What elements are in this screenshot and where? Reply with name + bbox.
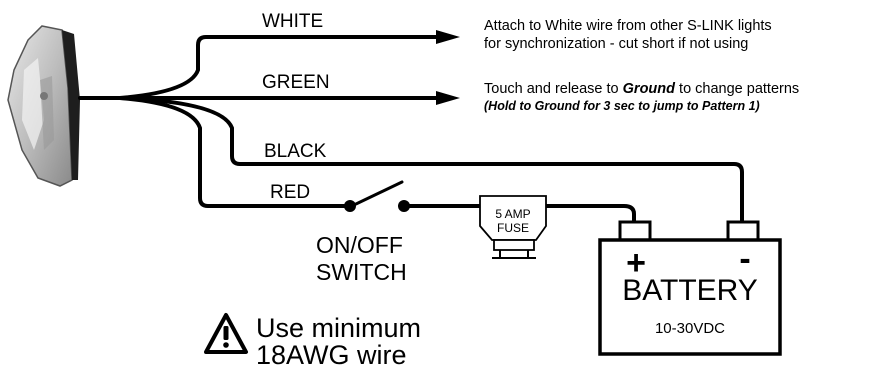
battery-label: BATTERY	[622, 274, 758, 307]
label-black: BLACK	[264, 141, 327, 162]
switch-label-line2: SWITCH	[316, 259, 407, 285]
fuse	[479, 195, 547, 259]
note-white-line2: for synchronization - cut short if not u…	[484, 36, 748, 52]
note-green-line2: (Hold to Ground for 3 sec to jump to Pat…	[484, 99, 760, 113]
wire-black	[118, 96, 744, 226]
wire-red	[118, 96, 352, 208]
wire-white	[78, 35, 442, 100]
note-green-line1: Touch and release to Ground to change pa…	[484, 81, 799, 97]
label-white: WHITE	[262, 11, 323, 32]
ground-emphasis: Ground	[623, 81, 676, 97]
wire-fuse-to-battery	[542, 204, 636, 226]
warning-icon	[204, 313, 248, 354]
label-red: RED	[270, 182, 310, 203]
warning-line1: Use minimum	[256, 313, 421, 343]
battery-positive-terminal: +	[626, 244, 646, 282]
label-green: GREEN	[262, 72, 330, 93]
arrow-green-icon	[436, 91, 460, 105]
note-white-line1: Attach to White wire from other S-LINK l…	[484, 18, 772, 34]
battery	[598, 220, 782, 356]
fuse-label-line2: FUSE	[497, 221, 529, 235]
switch-label-line1: ON/OFF	[316, 232, 403, 258]
battery-voltage: 10-30VDC	[655, 320, 725, 337]
fuse-label-line1: 5 AMP	[495, 207, 530, 221]
on-off-switch	[344, 180, 410, 212]
warning-line2: 18AWG wire	[256, 340, 407, 369]
slink-light	[7, 25, 80, 187]
arrow-white-icon	[436, 30, 460, 44]
battery-negative-terminal: -	[739, 240, 750, 278]
